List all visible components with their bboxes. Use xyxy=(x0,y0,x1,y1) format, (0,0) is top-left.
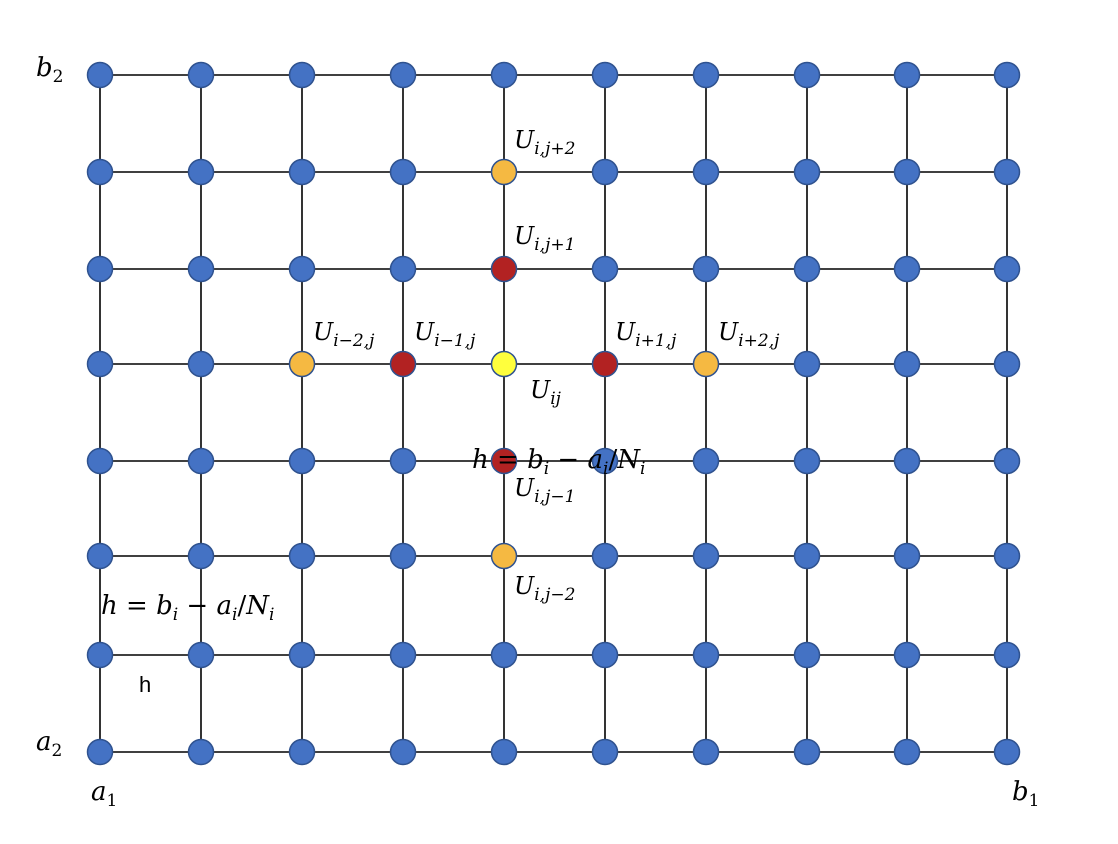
grid-node xyxy=(692,641,720,669)
label-u-ij: Uij xyxy=(530,376,562,409)
grid-node xyxy=(893,447,921,475)
grid-node xyxy=(86,158,114,186)
formula-left: h = bi − ai/Ni xyxy=(101,591,274,625)
grid-node xyxy=(187,61,215,89)
grid-node xyxy=(389,738,417,766)
grid-node xyxy=(893,255,921,283)
grid-node xyxy=(288,255,316,283)
grid-node xyxy=(389,158,417,186)
grid-node xyxy=(490,61,518,89)
grid-node xyxy=(591,158,619,186)
grid-node xyxy=(86,61,114,89)
grid-node xyxy=(389,641,417,669)
grid-node xyxy=(389,447,417,475)
grid-node-outer-neighbor xyxy=(288,350,316,378)
label-u-i-minus-2-j: Ui−2,j xyxy=(313,318,375,351)
grid-node xyxy=(793,447,821,475)
grid-node xyxy=(993,350,1021,378)
label-u-i-plus-1-j: Ui+1,j xyxy=(615,318,677,351)
grid-node xyxy=(591,255,619,283)
grid-node xyxy=(591,447,619,475)
grid-node-inner-neighbor xyxy=(490,255,518,283)
grid-node xyxy=(288,158,316,186)
grid-node xyxy=(893,158,921,186)
grid-node xyxy=(793,158,821,186)
grid-node-outer-neighbor xyxy=(692,350,720,378)
label-u-i-j-plus-1: Ui,j+1 xyxy=(514,222,575,255)
label-u-i-j-minus-2: Ui,j−2 xyxy=(514,572,575,605)
grid-node xyxy=(993,255,1021,283)
grid-node xyxy=(993,738,1021,766)
grid-node xyxy=(591,641,619,669)
grid-node xyxy=(591,542,619,570)
grid-node xyxy=(288,61,316,89)
grid-lines xyxy=(99,74,1008,753)
grid-node xyxy=(86,350,114,378)
grid-node-inner-neighbor xyxy=(389,350,417,378)
grid-node-outer-neighbor xyxy=(490,542,518,570)
grid-node xyxy=(187,542,215,570)
grid-node xyxy=(692,542,720,570)
grid-node xyxy=(591,738,619,766)
grid-node xyxy=(288,447,316,475)
grid-node xyxy=(389,542,417,570)
grid-node xyxy=(187,350,215,378)
axis-label-b1: b1 xyxy=(1012,777,1039,811)
grid-node xyxy=(993,158,1021,186)
label-u-i-minus-1-j: Ui−1,j xyxy=(414,318,476,351)
spacing-label-h: h xyxy=(139,672,151,697)
grid-node xyxy=(793,350,821,378)
grid-node xyxy=(389,61,417,89)
grid-node xyxy=(793,542,821,570)
grid-node xyxy=(86,542,114,570)
grid-node-center xyxy=(490,350,518,378)
grid-node xyxy=(591,61,619,89)
grid-node-outer-neighbor xyxy=(490,158,518,186)
grid-node xyxy=(793,255,821,283)
grid-node xyxy=(86,447,114,475)
grid-node xyxy=(187,641,215,669)
formula-center: h = bi − ai/Ni xyxy=(472,445,645,479)
grid-node xyxy=(86,255,114,283)
grid-node-inner-neighbor xyxy=(490,447,518,475)
label-u-i-plus-2-j: Ui+2,j xyxy=(718,318,780,351)
grid-node xyxy=(288,738,316,766)
grid-node xyxy=(692,255,720,283)
label-u-i-j-plus-2: Ui,j+2 xyxy=(514,126,575,159)
axis-label-a1: a1 xyxy=(91,777,117,811)
grid-node xyxy=(692,158,720,186)
label-u-i-j-minus-1: Ui,j−1 xyxy=(514,474,575,507)
grid-node xyxy=(993,542,1021,570)
grid-node xyxy=(993,61,1021,89)
grid-node xyxy=(893,350,921,378)
grid-node xyxy=(288,542,316,570)
grid-node xyxy=(288,641,316,669)
grid-node xyxy=(86,641,114,669)
grid-node xyxy=(187,447,215,475)
axis-label-b2: b2 xyxy=(36,53,63,87)
grid-node xyxy=(893,61,921,89)
grid-node xyxy=(187,738,215,766)
axis-label-a2: a2 xyxy=(36,727,62,761)
grid-node xyxy=(993,447,1021,475)
grid-node xyxy=(692,738,720,766)
grid-node xyxy=(893,542,921,570)
grid-node xyxy=(893,641,921,669)
grid-node xyxy=(490,738,518,766)
grid-node xyxy=(692,61,720,89)
grid-nodes xyxy=(86,61,1021,766)
grid-node xyxy=(86,738,114,766)
grid-node xyxy=(793,738,821,766)
grid-node-inner-neighbor xyxy=(591,350,619,378)
grid-node xyxy=(692,447,720,475)
grid-node xyxy=(187,255,215,283)
grid-node xyxy=(793,61,821,89)
grid-node xyxy=(490,641,518,669)
grid-node xyxy=(187,158,215,186)
grid-node xyxy=(389,255,417,283)
grid-node xyxy=(993,641,1021,669)
grid-node xyxy=(793,641,821,669)
grid-node xyxy=(893,738,921,766)
